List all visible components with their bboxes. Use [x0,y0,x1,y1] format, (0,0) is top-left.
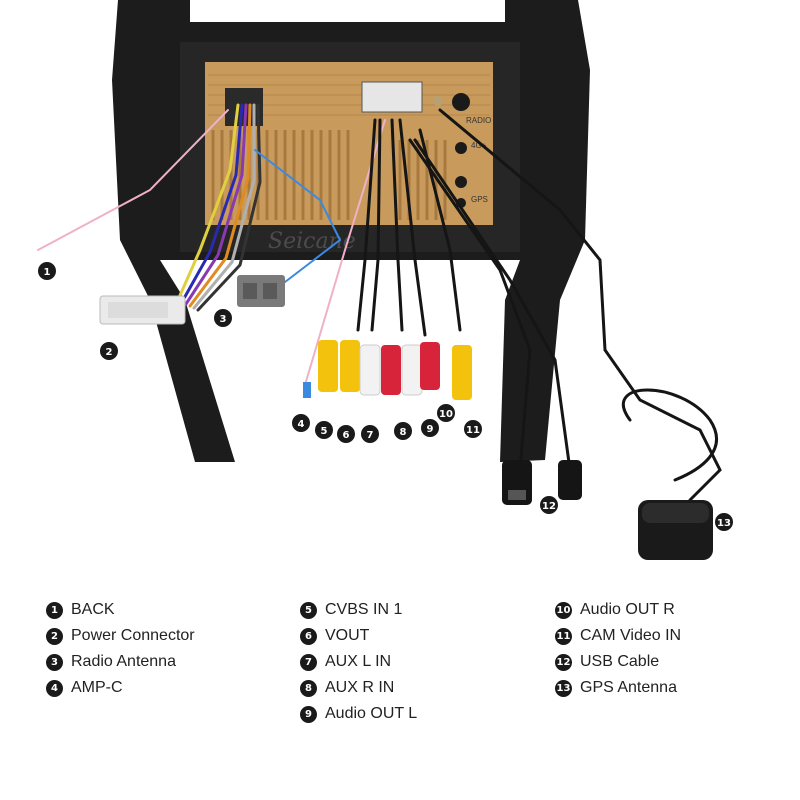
legend-label: USB Cable [580,653,660,670]
gps-antenna [638,500,713,560]
svg-text:11: 11 [466,425,480,436]
legend-item: 2 Power Connector [46,623,195,649]
svg-text:1: 1 [44,267,51,278]
head-unit-back: RADIO 4G+ GPS Seicane [205,62,493,254]
legend-badge: 4 [46,679,63,697]
legend-label: BACK [71,601,115,618]
legend-badge: 10 [555,601,572,619]
callout-badge-8: 8 [394,422,412,440]
legend-item: 7 AUX L IN [300,649,417,675]
svg-text:4: 4 [298,419,305,430]
legend-item: 12 USB Cable [555,649,681,675]
brand-watermark: Seicane [268,229,356,254]
legend-item: 11 CAM Video IN [555,623,681,649]
legend-label: GPS Antenna [580,679,677,696]
power-connector [99,295,186,325]
svg-text:12: 12 [542,501,556,512]
legend-item: 10 Audio OUT R [555,597,681,623]
legend-label: VOUT [325,627,370,644]
legend-item: 4 AMP-C [46,675,195,701]
callout-badge-4: 4 [292,414,310,432]
legend-badge: 3 [46,653,63,671]
callout-badge-1: 1 [38,262,56,280]
legend-badge: 12 [555,653,572,671]
legend-label: AMP-C [71,679,123,696]
callout-badge-5: 5 [315,421,333,439]
callout-badge-2: 2 [100,342,118,360]
svg-text:5: 5 [321,426,328,437]
callout-badge-12: 12 [540,496,558,514]
legend-item: 13 GPS Antenna [555,675,681,701]
svg-text:8: 8 [400,427,407,438]
callout-badge-7: 7 [361,425,379,443]
legend-item: 5 CVBS IN 1 [300,597,417,623]
callout-badge-10: 10 [437,404,455,422]
legend-badge: 13 [555,679,572,697]
legend-badge: 6 [300,627,317,645]
legend-label: CAM Video IN [580,627,682,644]
svg-text:9: 9 [427,424,434,435]
legend-label: CVBS IN 1 [325,601,403,618]
legend-badge: 11 [555,627,572,645]
legend-badge: 5 [300,601,317,619]
svg-text:10: 10 [439,409,453,420]
svg-text:7: 7 [367,430,374,441]
legend-label: AUX R IN [325,679,395,696]
callout-badge-3: 3 [214,309,232,327]
legend-column-2: 5 CVBS IN 1 6 VOUT 7 AUX L IN 8 AUX R IN 9 Au… [300,597,417,727]
legend-column-3: 10 Audio OUT R 11 CAM Video IN 12 USB Cable… [555,597,681,701]
svg-text:13: 13 [717,518,731,529]
product-photo: RADIO 4G+ GPS Seicane [37,0,733,560]
callout-badge-9: 9 [421,419,439,437]
legend-item: 1 BACK [46,597,195,623]
rca-connectors [303,340,472,400]
legend-badge: 1 [46,601,63,619]
legend-item: 9 Audio OUT L [300,701,417,727]
svg-text:6: 6 [343,430,350,441]
legend-badge: 7 [300,653,317,671]
radio-port-label: RADIO [466,116,491,125]
callout-badge-13: 13 [715,513,733,531]
usb-connectors [502,460,582,505]
gps-port-label: GPS [471,195,488,204]
legend-badge: 9 [300,705,317,723]
svg-text:2: 2 [106,347,113,358]
legend-label: AUX L IN [325,653,392,670]
legend-label: Audio OUT L [325,705,418,722]
svg-text:3: 3 [220,314,227,325]
wiring-harness [37,103,722,502]
legend-badge: 8 [300,679,317,697]
callout-badge-11: 11 [464,420,482,438]
legend-item: 3 Radio Antenna [46,649,195,675]
legend-item: 8 AUX R IN [300,675,417,701]
legend-item: 6 VOUT [300,623,417,649]
legend-label: Radio Antenna [71,653,176,670]
callout-badge-6: 6 [337,425,355,443]
legend-badge: 2 [46,627,63,645]
legend-label: Power Connector [71,627,195,644]
lte-port-label: 4G+ [471,141,487,150]
radio-antenna-connector [237,275,285,307]
legend-label: Audio OUT R [580,601,675,618]
